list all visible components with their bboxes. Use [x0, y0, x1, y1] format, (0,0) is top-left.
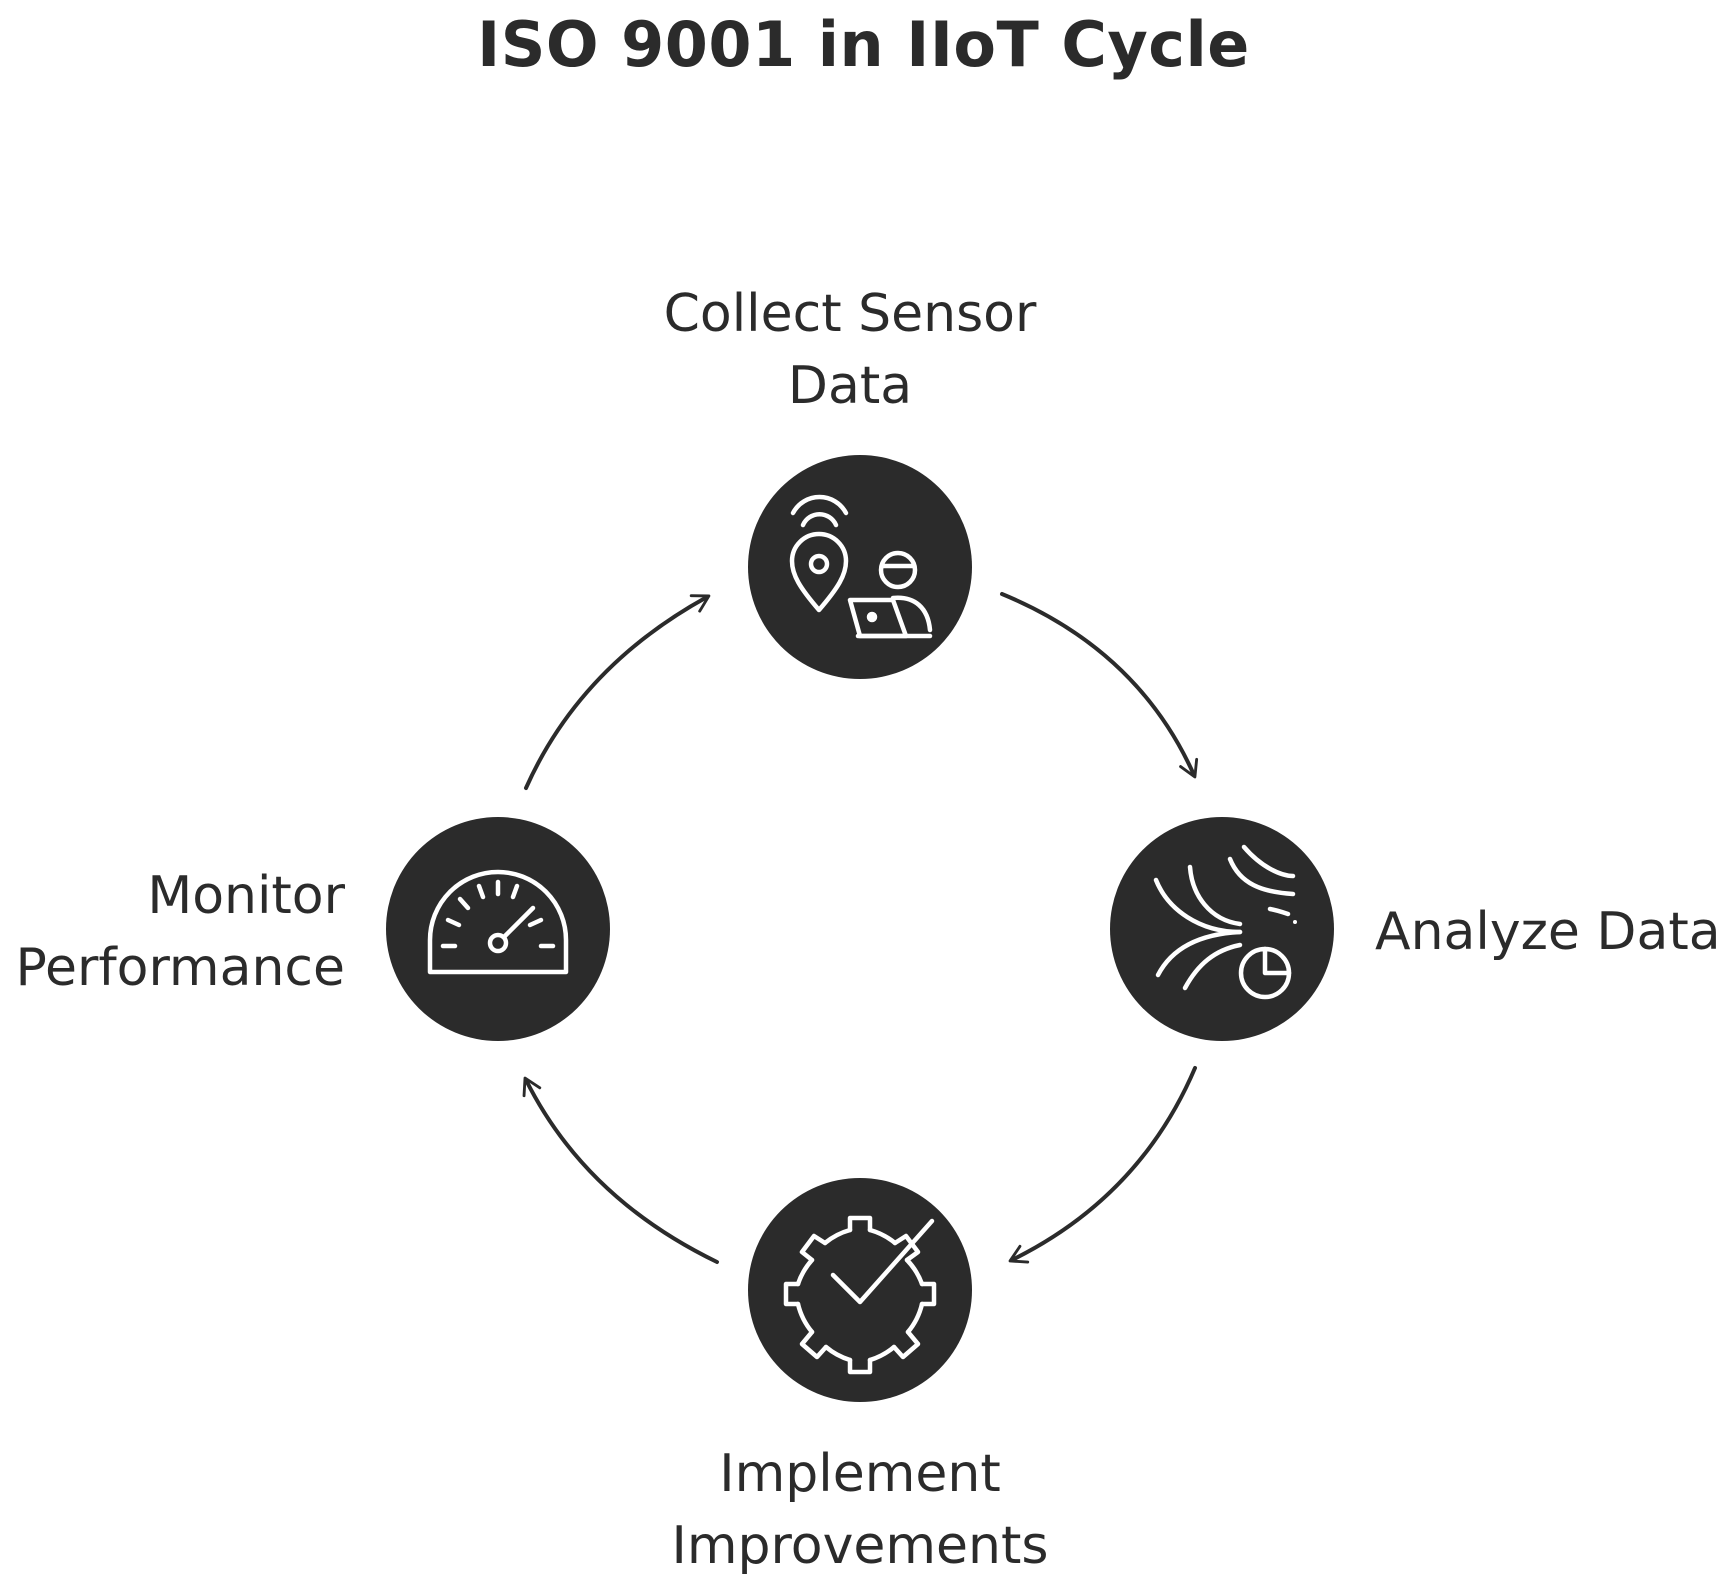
step-label-line: Monitor: [147, 866, 345, 926]
location-wifi-person-laptop-icon: [789, 494, 933, 639]
step-circle: [386, 817, 610, 1041]
step-node-collect: [748, 455, 972, 679]
step-label-monitor: Monitor Performance: [0, 860, 345, 1004]
arrow-collect-to-analyze: [1000, 592, 1199, 779]
step-node-monitor: [386, 817, 610, 1041]
step-circle: [748, 455, 972, 679]
step-label-collect: Collect Sensor Data: [610, 278, 1090, 422]
step-label-line: Data: [787, 356, 913, 416]
step-circle: [748, 1178, 972, 1402]
step-label-line: Collect Sensor: [663, 284, 1037, 344]
cycle-arrows: [522, 592, 1199, 1264]
gear-checkmark-icon: [783, 1215, 937, 1375]
arrow-monitor-to-collect: [524, 594, 711, 790]
step-node-implement: [748, 1178, 972, 1402]
arrow-analyze-to-implement: [1008, 1066, 1197, 1264]
step-label-line: Improvements: [671, 1516, 1049, 1576]
step-label-implement: Implement Improvements: [610, 1438, 1110, 1582]
step-label-line: Analyze Data: [1375, 902, 1721, 962]
data-streams-pie-chart-icon: [1153, 844, 1297, 1000]
step-label-analyze: Analyze Data: [1375, 896, 1727, 968]
speedometer-gauge-icon: [427, 869, 569, 975]
arrow-implement-to-monitor: [522, 1076, 719, 1264]
page-title: ISO 9001 in IIoT Cycle: [477, 8, 1250, 81]
step-node-analyze: [1110, 817, 1334, 1041]
step-label-line: Performance: [15, 938, 345, 998]
step-label-line: Implement: [719, 1444, 1001, 1504]
